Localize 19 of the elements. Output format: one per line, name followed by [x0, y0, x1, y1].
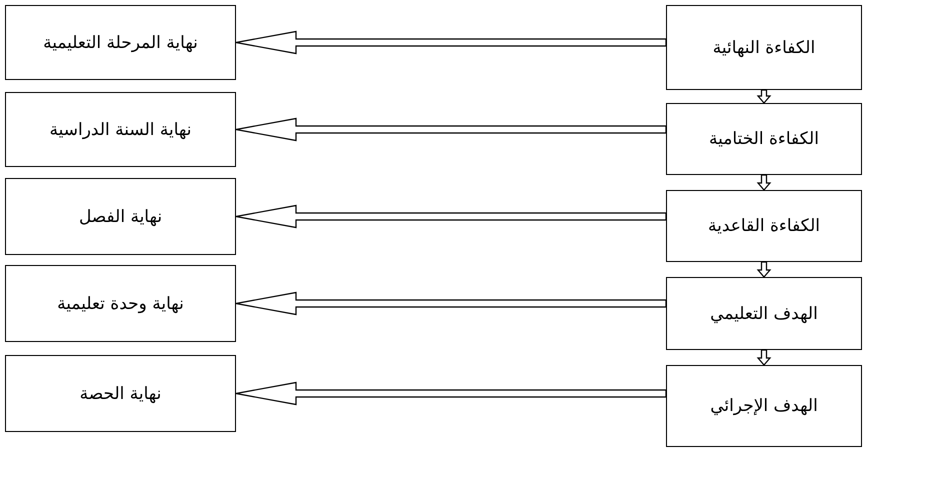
hollow-arrow [235, 30, 667, 54]
text-box: نهاية المرحلة التعليمية [5, 5, 236, 80]
text-box: الهدف الإجرائي [666, 365, 862, 447]
hollow-arrow [235, 204, 667, 228]
text-box: الكفاءة النهائية [666, 5, 862, 90]
text-box: نهاية الحصة [5, 355, 236, 432]
hollow-arrow [235, 382, 667, 406]
text-box: نهاية الفصل [5, 178, 236, 255]
text-box: الكفاءة الختامية [666, 103, 862, 175]
hollow-arrow [235, 292, 667, 316]
down-arrow [756, 349, 772, 366]
down-arrow [756, 261, 772, 278]
text-box: الهدف التعليمي [666, 277, 862, 350]
hollow-arrow [235, 118, 667, 142]
down-arrow [756, 174, 772, 191]
text-box: نهاية السنة الدراسية [5, 92, 236, 167]
text-box: نهاية وحدة تعليمية [5, 265, 236, 342]
text-box: الكفاءة القاعدية [666, 190, 862, 262]
down-arrow [756, 89, 772, 104]
